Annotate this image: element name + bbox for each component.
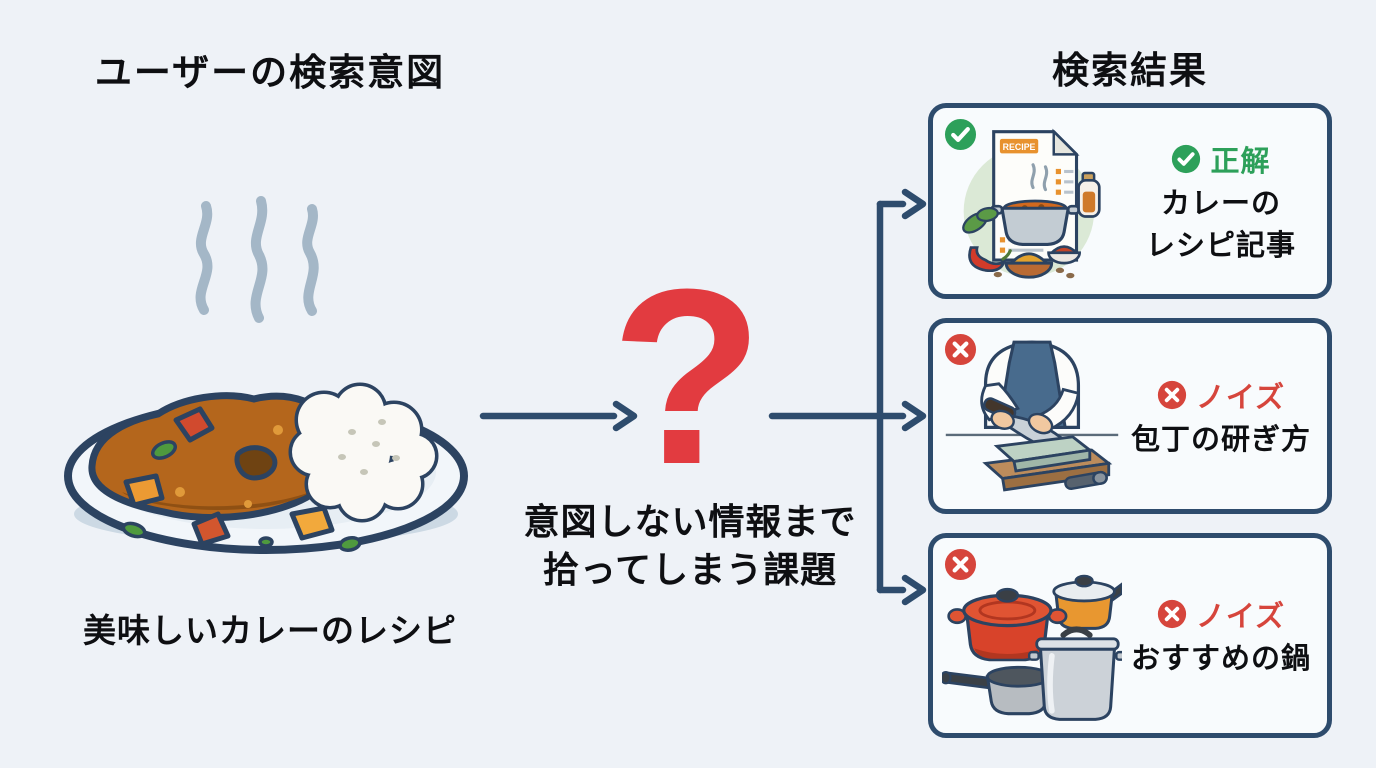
x-circle-icon bbox=[944, 333, 977, 366]
card-text-line: カレーの bbox=[1160, 187, 1281, 220]
card-status: ノイズ bbox=[1157, 374, 1285, 416]
vegetable-chunks bbox=[123, 406, 335, 547]
honing-rod bbox=[1064, 470, 1108, 490]
problem-line-1: 意図しない情報まで bbox=[523, 501, 857, 542]
recipe-badge bbox=[999, 138, 1039, 154]
pots-illustration bbox=[942, 574, 1122, 721]
seeds bbox=[993, 267, 1075, 279]
recipe-badge-text: RECIPE bbox=[1003, 142, 1036, 152]
gray-saucepan bbox=[942, 665, 1052, 715]
herb-leaf bbox=[962, 206, 999, 234]
knife-sharpening-illustration bbox=[945, 340, 1119, 492]
chili-pepper bbox=[968, 246, 1012, 273]
card-text-line: おすすめの鍋 bbox=[1130, 643, 1311, 676]
card-text-line: 包丁の研ぎ方 bbox=[1130, 423, 1311, 456]
problem-caption: 意図しない情報まで 拾ってしまう課題 bbox=[470, 498, 910, 593]
right-section-title: 検索結果 bbox=[1052, 50, 1208, 91]
spice-bottle bbox=[1077, 171, 1101, 218]
red-dutch-oven bbox=[947, 587, 1068, 661]
left-section-title: ユーザーの検索意図 bbox=[94, 52, 446, 93]
result-card-correct: RECIPE bbox=[928, 103, 1332, 299]
card-status: ノイズ bbox=[1157, 593, 1285, 635]
card-status-label: 正解 bbox=[1210, 145, 1271, 178]
search-intent-caption: 美味しいカレーのレシピ bbox=[83, 612, 457, 649]
x-circle-icon bbox=[1157, 380, 1187, 409]
steam-icon bbox=[195, 196, 319, 323]
gray-stockpot bbox=[1027, 626, 1122, 721]
right-hand bbox=[1027, 412, 1054, 435]
question-mark: ? bbox=[610, 237, 764, 516]
steam-icon bbox=[1030, 163, 1049, 192]
spice-bowls bbox=[1004, 245, 1081, 279]
x-circle-icon bbox=[1157, 600, 1187, 629]
left-hand bbox=[990, 409, 1015, 430]
card-status-label: ノイズ bbox=[1195, 381, 1286, 414]
result-card-noise-knife: ノイズ 包丁の研ぎ方 bbox=[928, 318, 1332, 514]
card-status-label: ノイズ bbox=[1195, 601, 1286, 634]
check-circle-icon bbox=[1172, 144, 1201, 173]
card-status: 正解 bbox=[1171, 138, 1270, 180]
whetstone bbox=[982, 435, 1113, 492]
result-card-noise-pots: ノイズ おすすめの鍋 bbox=[928, 533, 1332, 738]
orange-saucepan bbox=[1052, 574, 1122, 630]
x-circle-icon bbox=[944, 548, 977, 581]
card-text-line: レシピ記事 bbox=[1145, 230, 1296, 262]
curry-herbs bbox=[121, 440, 362, 552]
rice-grains bbox=[338, 419, 400, 475]
problem-line-2: 拾ってしまう課題 bbox=[542, 548, 838, 590]
check-circle-icon bbox=[944, 118, 977, 151]
curry-plate-illustration bbox=[64, 196, 468, 554]
recipe-article-illustration: RECIPE bbox=[962, 128, 1101, 279]
